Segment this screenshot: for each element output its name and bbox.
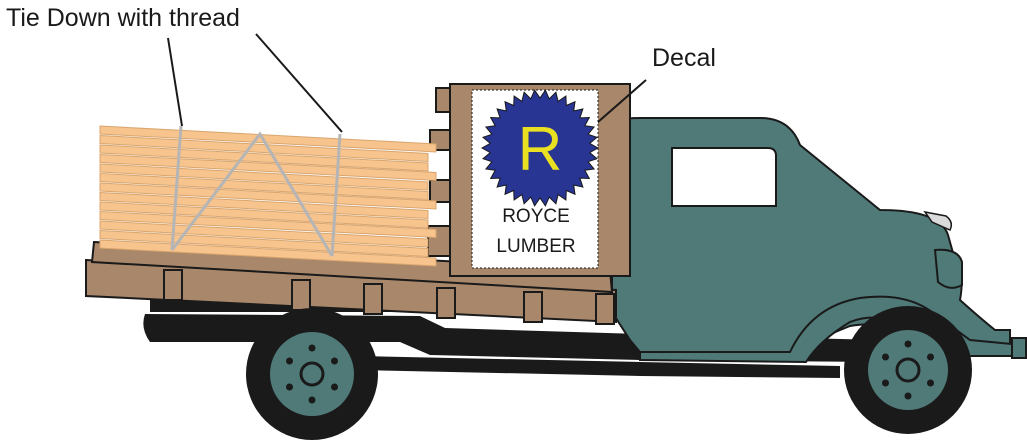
lug-nut (286, 358, 293, 365)
cab-window (672, 148, 776, 206)
lug-nut (286, 384, 293, 391)
headlight (935, 250, 962, 288)
lug-nut (882, 354, 889, 361)
lug-nut (331, 384, 338, 391)
lug-nut (882, 380, 889, 387)
tie-down-label: Tie Down with thread (6, 4, 240, 32)
lug-nut (309, 345, 316, 352)
rear-wheel (246, 308, 378, 440)
lug-nut (331, 358, 338, 365)
lug-nut (927, 354, 934, 361)
decal-label: Decal (652, 44, 716, 72)
lug-nut (905, 393, 912, 400)
decal: R ROYCE LUMBER (472, 90, 598, 268)
bumper (1012, 338, 1026, 358)
lug-nut (309, 397, 316, 404)
front-wheel (844, 306, 972, 434)
decal-line-2: LUMBER (496, 236, 575, 257)
decal-line-1: ROYCE (502, 206, 570, 227)
lug-nut (927, 380, 934, 387)
lug-nut (905, 341, 912, 348)
decal-letter: R (518, 115, 563, 184)
